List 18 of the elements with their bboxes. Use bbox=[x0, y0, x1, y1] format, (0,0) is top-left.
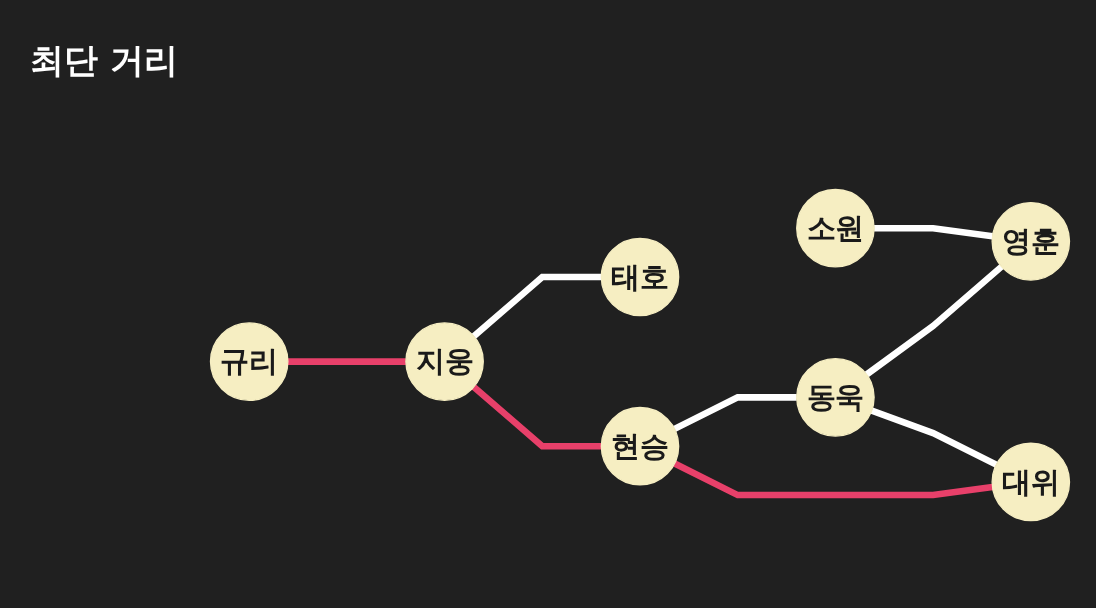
node-circle bbox=[991, 442, 1071, 522]
connector bbox=[471, 384, 602, 450]
node-circle bbox=[600, 237, 680, 317]
node-circle bbox=[796, 188, 875, 268]
connector bbox=[864, 264, 1004, 378]
node-circle bbox=[796, 357, 875, 437]
node-circle bbox=[405, 322, 484, 401]
node-circle bbox=[991, 201, 1071, 281]
connector bbox=[287, 358, 406, 365]
connector bbox=[673, 394, 797, 432]
connector bbox=[471, 273, 602, 339]
connector bbox=[673, 460, 993, 499]
node-circle bbox=[209, 322, 289, 401]
connector bbox=[874, 224, 993, 240]
diagram-title: 최단 거리 bbox=[30, 39, 178, 82]
node-circle bbox=[600, 406, 680, 486]
connector bbox=[870, 407, 998, 468]
graph-drawing: 규리 지웅 태호 소원 현승 동욱 영훈 대위 bbox=[200, 178, 1080, 532]
